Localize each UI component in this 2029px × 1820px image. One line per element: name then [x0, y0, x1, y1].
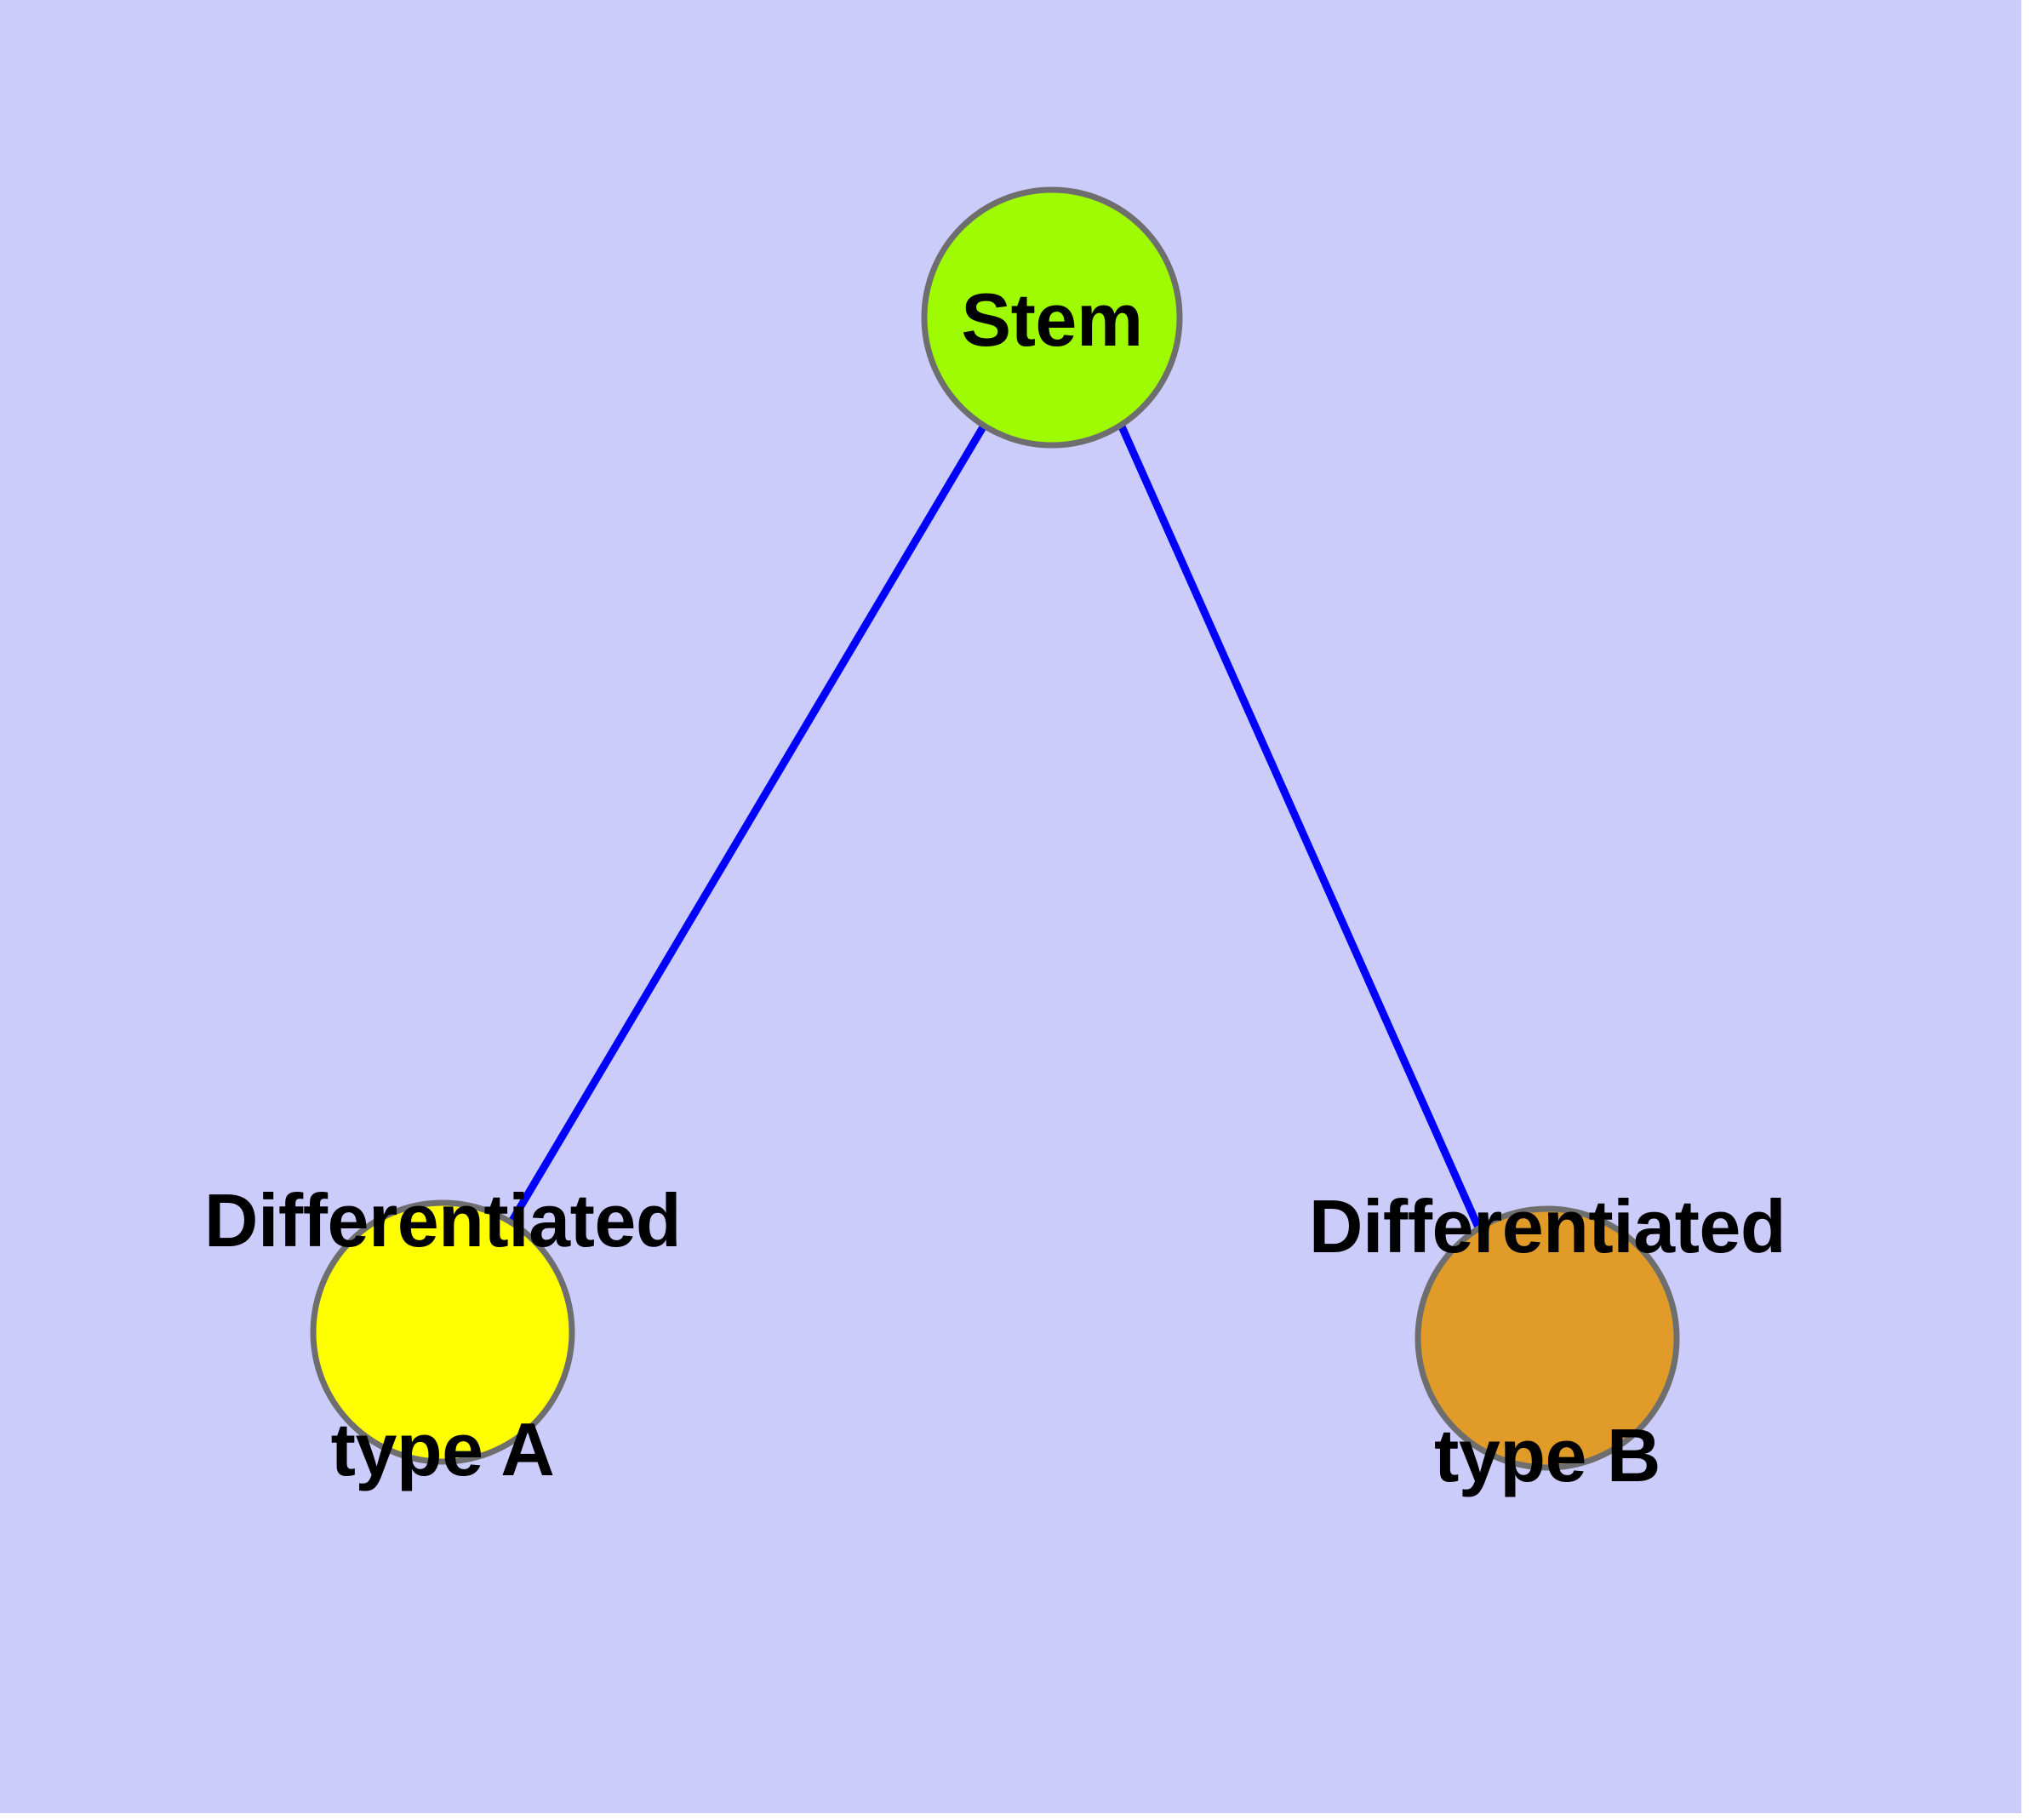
node-differentiated-type-a[interactable]	[310, 1199, 575, 1465]
node-layer	[310, 186, 1680, 1471]
node-differentiated-type-b[interactable]	[1415, 1205, 1680, 1471]
edge-layer	[507, 423, 1483, 1231]
node-stem[interactable]	[921, 186, 1183, 449]
edge-stem-to-diff-a[interactable]	[507, 423, 987, 1226]
edge-stem-to-diff-b[interactable]	[1117, 425, 1483, 1231]
